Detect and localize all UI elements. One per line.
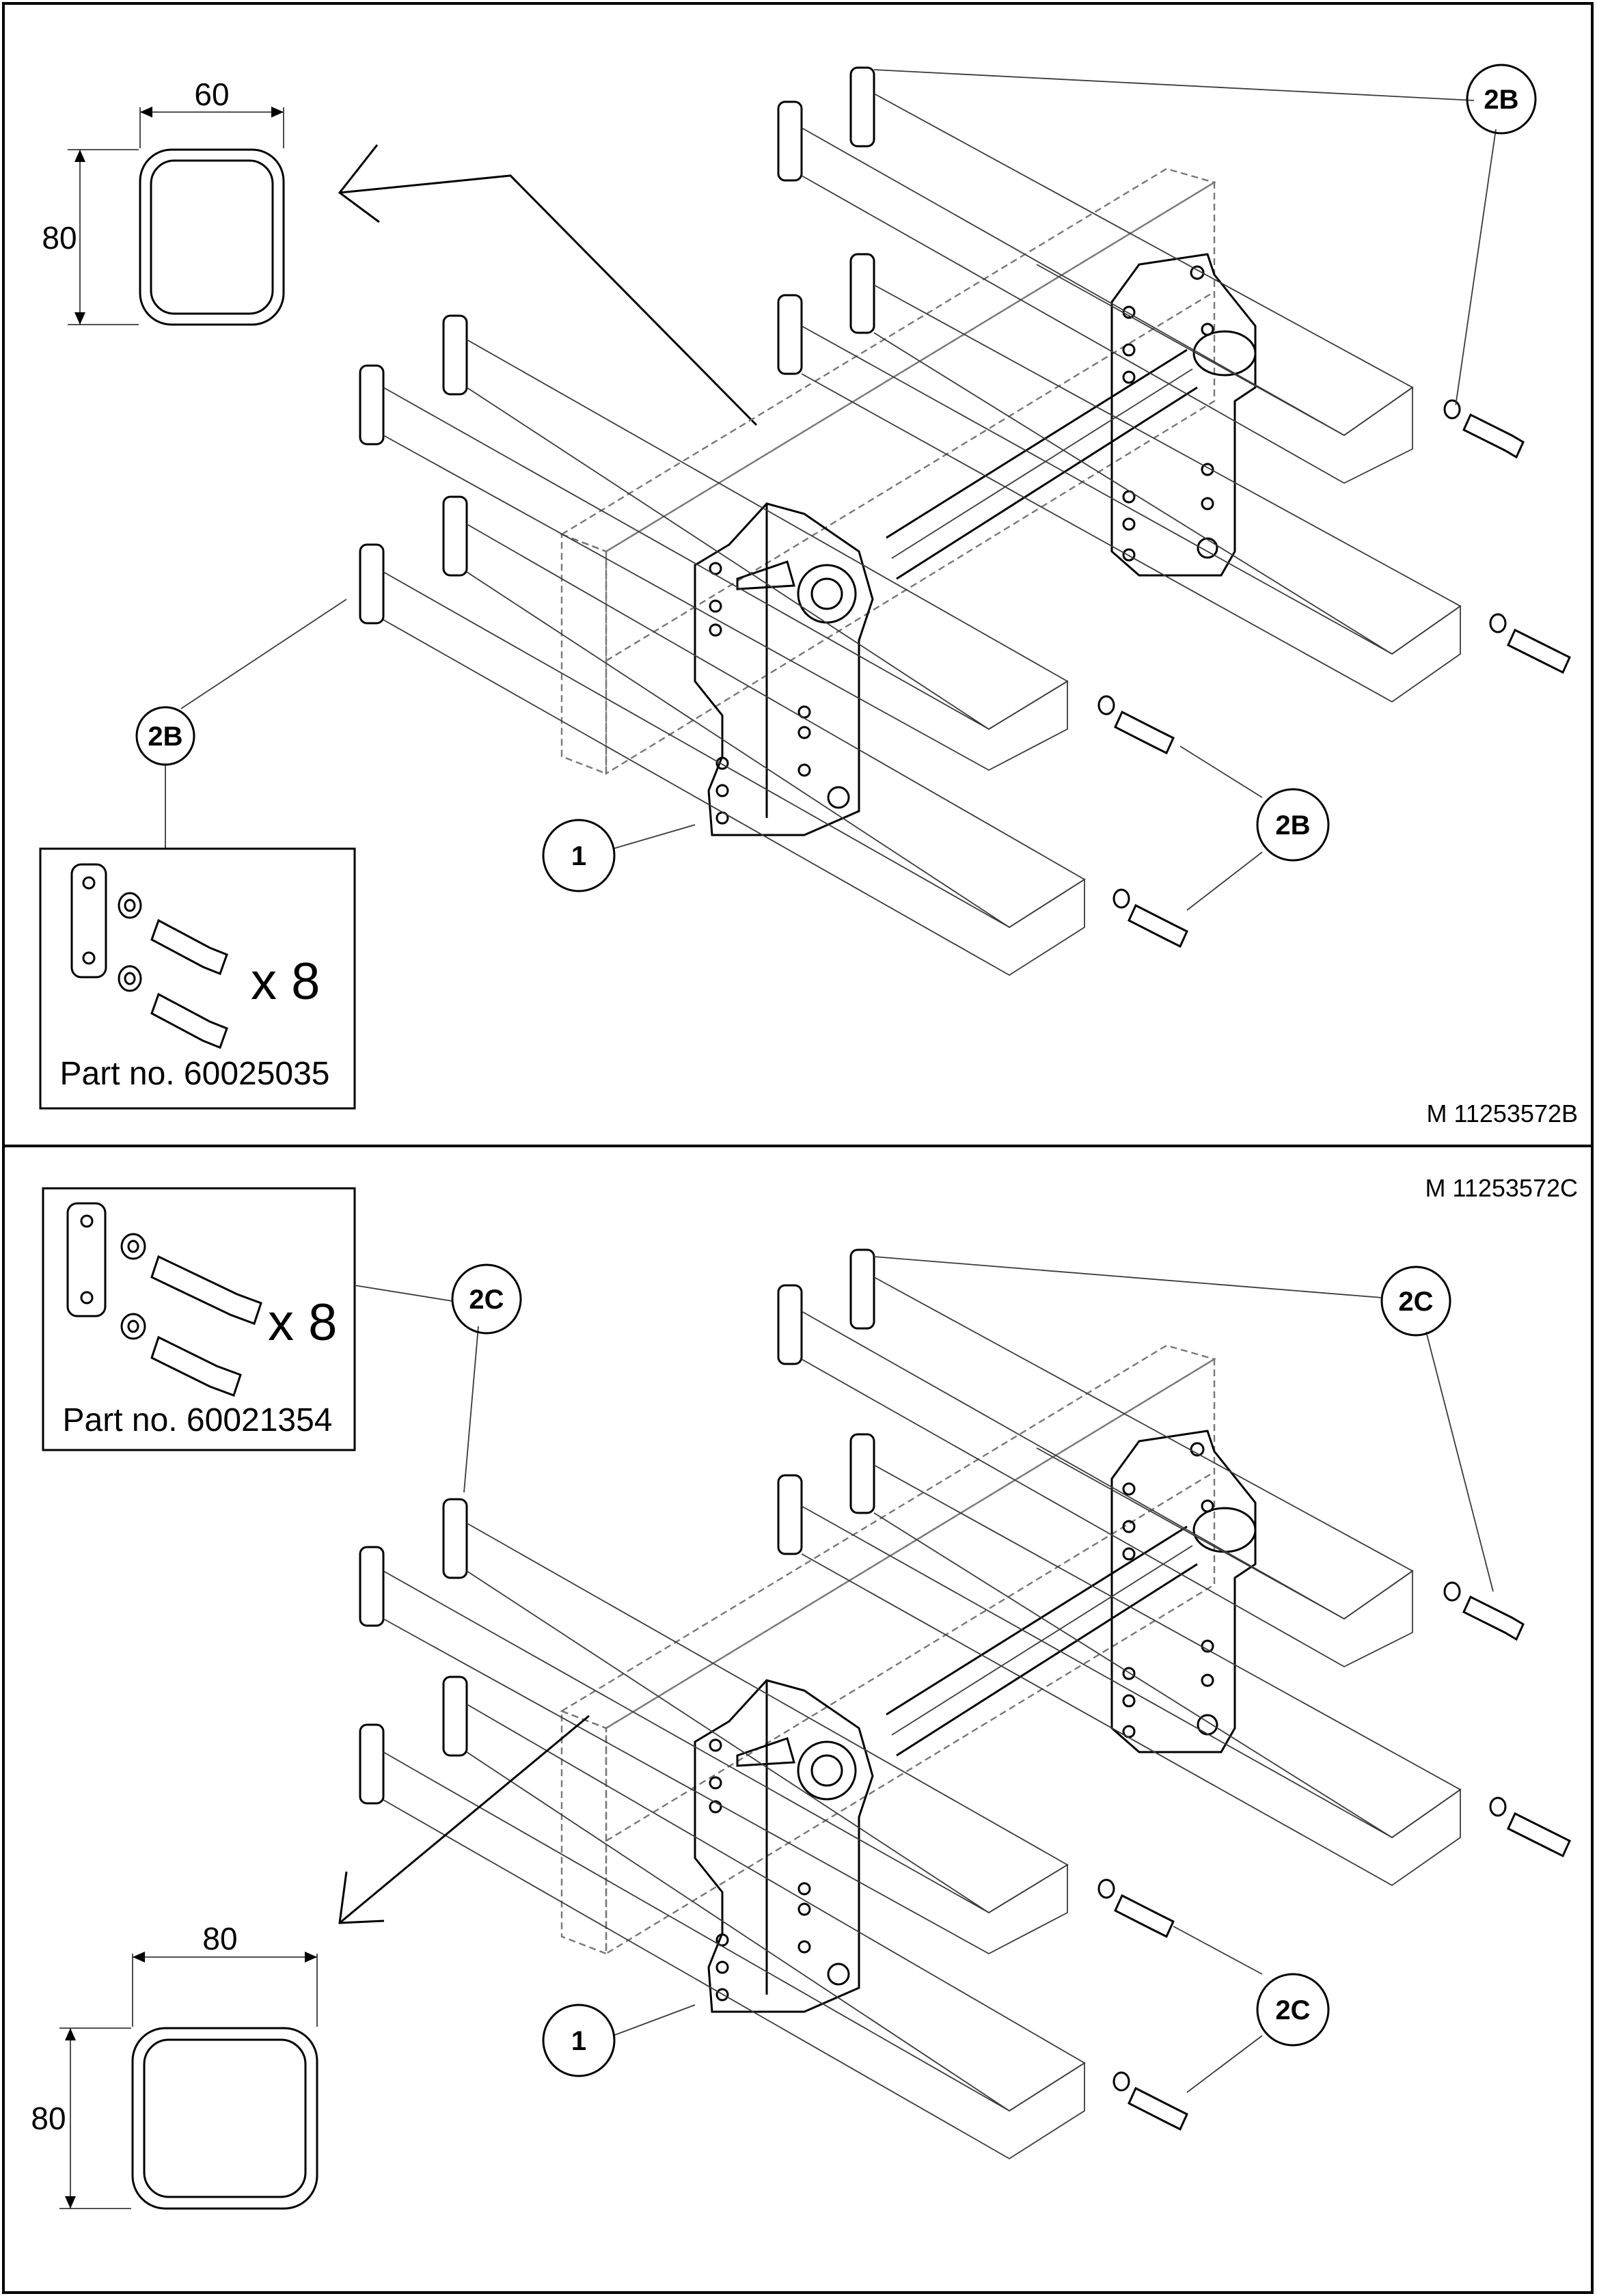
profile-width-label: 60 (194, 77, 229, 112)
callout-2b-bottom-right: 2B (1256, 788, 1330, 862)
shaft-b (886, 348, 1198, 580)
profile-height-label-c: 80 (31, 2101, 66, 2136)
profile-section-b (68, 107, 285, 326)
hardware-kit-box-c (42, 1187, 356, 1451)
drawing-code-c: M 11253572C (1425, 1174, 1579, 1202)
drawing-code-b: M 11253572B (1426, 1099, 1578, 1128)
beam-phantom-c (560, 1344, 1216, 1956)
drawing-c: M 11253572C x 8 Part no. 60021354 (31, 1174, 1579, 2210)
callout-2b-top-right: 2B (1466, 64, 1537, 135)
bolts-washers-c (1097, 1581, 1571, 2131)
callout-2b-left: 2B (135, 706, 195, 766)
profile-section-c (59, 1952, 318, 2210)
svg-text:2C: 2C (1398, 1287, 1433, 1317)
svg-text:2C: 2C (469, 1285, 504, 1315)
svg-text:2B: 2B (1275, 810, 1310, 840)
hardware-kit-box-b (39, 847, 356, 1110)
callout-1-c: 1 (542, 2004, 616, 2077)
guide-lines-c (383, 1276, 1462, 2160)
spacer-plates-c (359, 1248, 875, 1805)
kit-quantity-b: x 8 (251, 953, 320, 1011)
panel-variant-c: M 11253572C x 8 Part no. 60021354 (2, 1145, 1594, 2294)
callout-2c-bottom-right: 2C (1256, 1973, 1330, 2047)
svg-text:2B: 2B (148, 722, 182, 752)
beam-phantom-b (560, 167, 1216, 776)
callout-leaders-c (354, 1256, 1494, 2093)
svg-text:2B: 2B (1484, 85, 1518, 115)
svg-text:1: 1 (571, 841, 586, 871)
svg-text:2C: 2C (1275, 1995, 1310, 2025)
guide-lines-b (383, 93, 1462, 976)
drawing-b: 60 80 (39, 64, 1578, 1128)
callout-leaders-b (165, 69, 1497, 911)
callout-1-b: 1 (542, 819, 616, 892)
spacer-plates-b (359, 66, 875, 625)
callout-2c-top-right: 2C (1380, 1266, 1451, 1337)
bracket-left-b (694, 502, 874, 836)
profile-height-label: 80 (42, 220, 77, 256)
kit-quantity-c: x 8 (268, 1294, 337, 1352)
section-pointer-arrow-c (338, 1714, 590, 1924)
shaft-c (886, 1525, 1198, 1757)
bracket-left-c (694, 1679, 874, 2013)
svg-text:1: 1 (571, 2026, 586, 2056)
section-pointer-arrow-b (338, 144, 758, 426)
kit-part-number-c: Part no. 60021354 (63, 1402, 333, 1438)
bolts-washers-b (1097, 399, 1571, 948)
kit-part-number-b: Part no. 60025035 (60, 1056, 330, 1092)
bracket-right-c (1110, 1430, 1257, 1753)
callout-2c-kit: 2C (451, 1263, 522, 1335)
bracket-right-b (1110, 253, 1257, 577)
panel-variant-b: 60 80 (2, 2, 1594, 1147)
profile-width-label-c: 80 (202, 1921, 237, 1956)
